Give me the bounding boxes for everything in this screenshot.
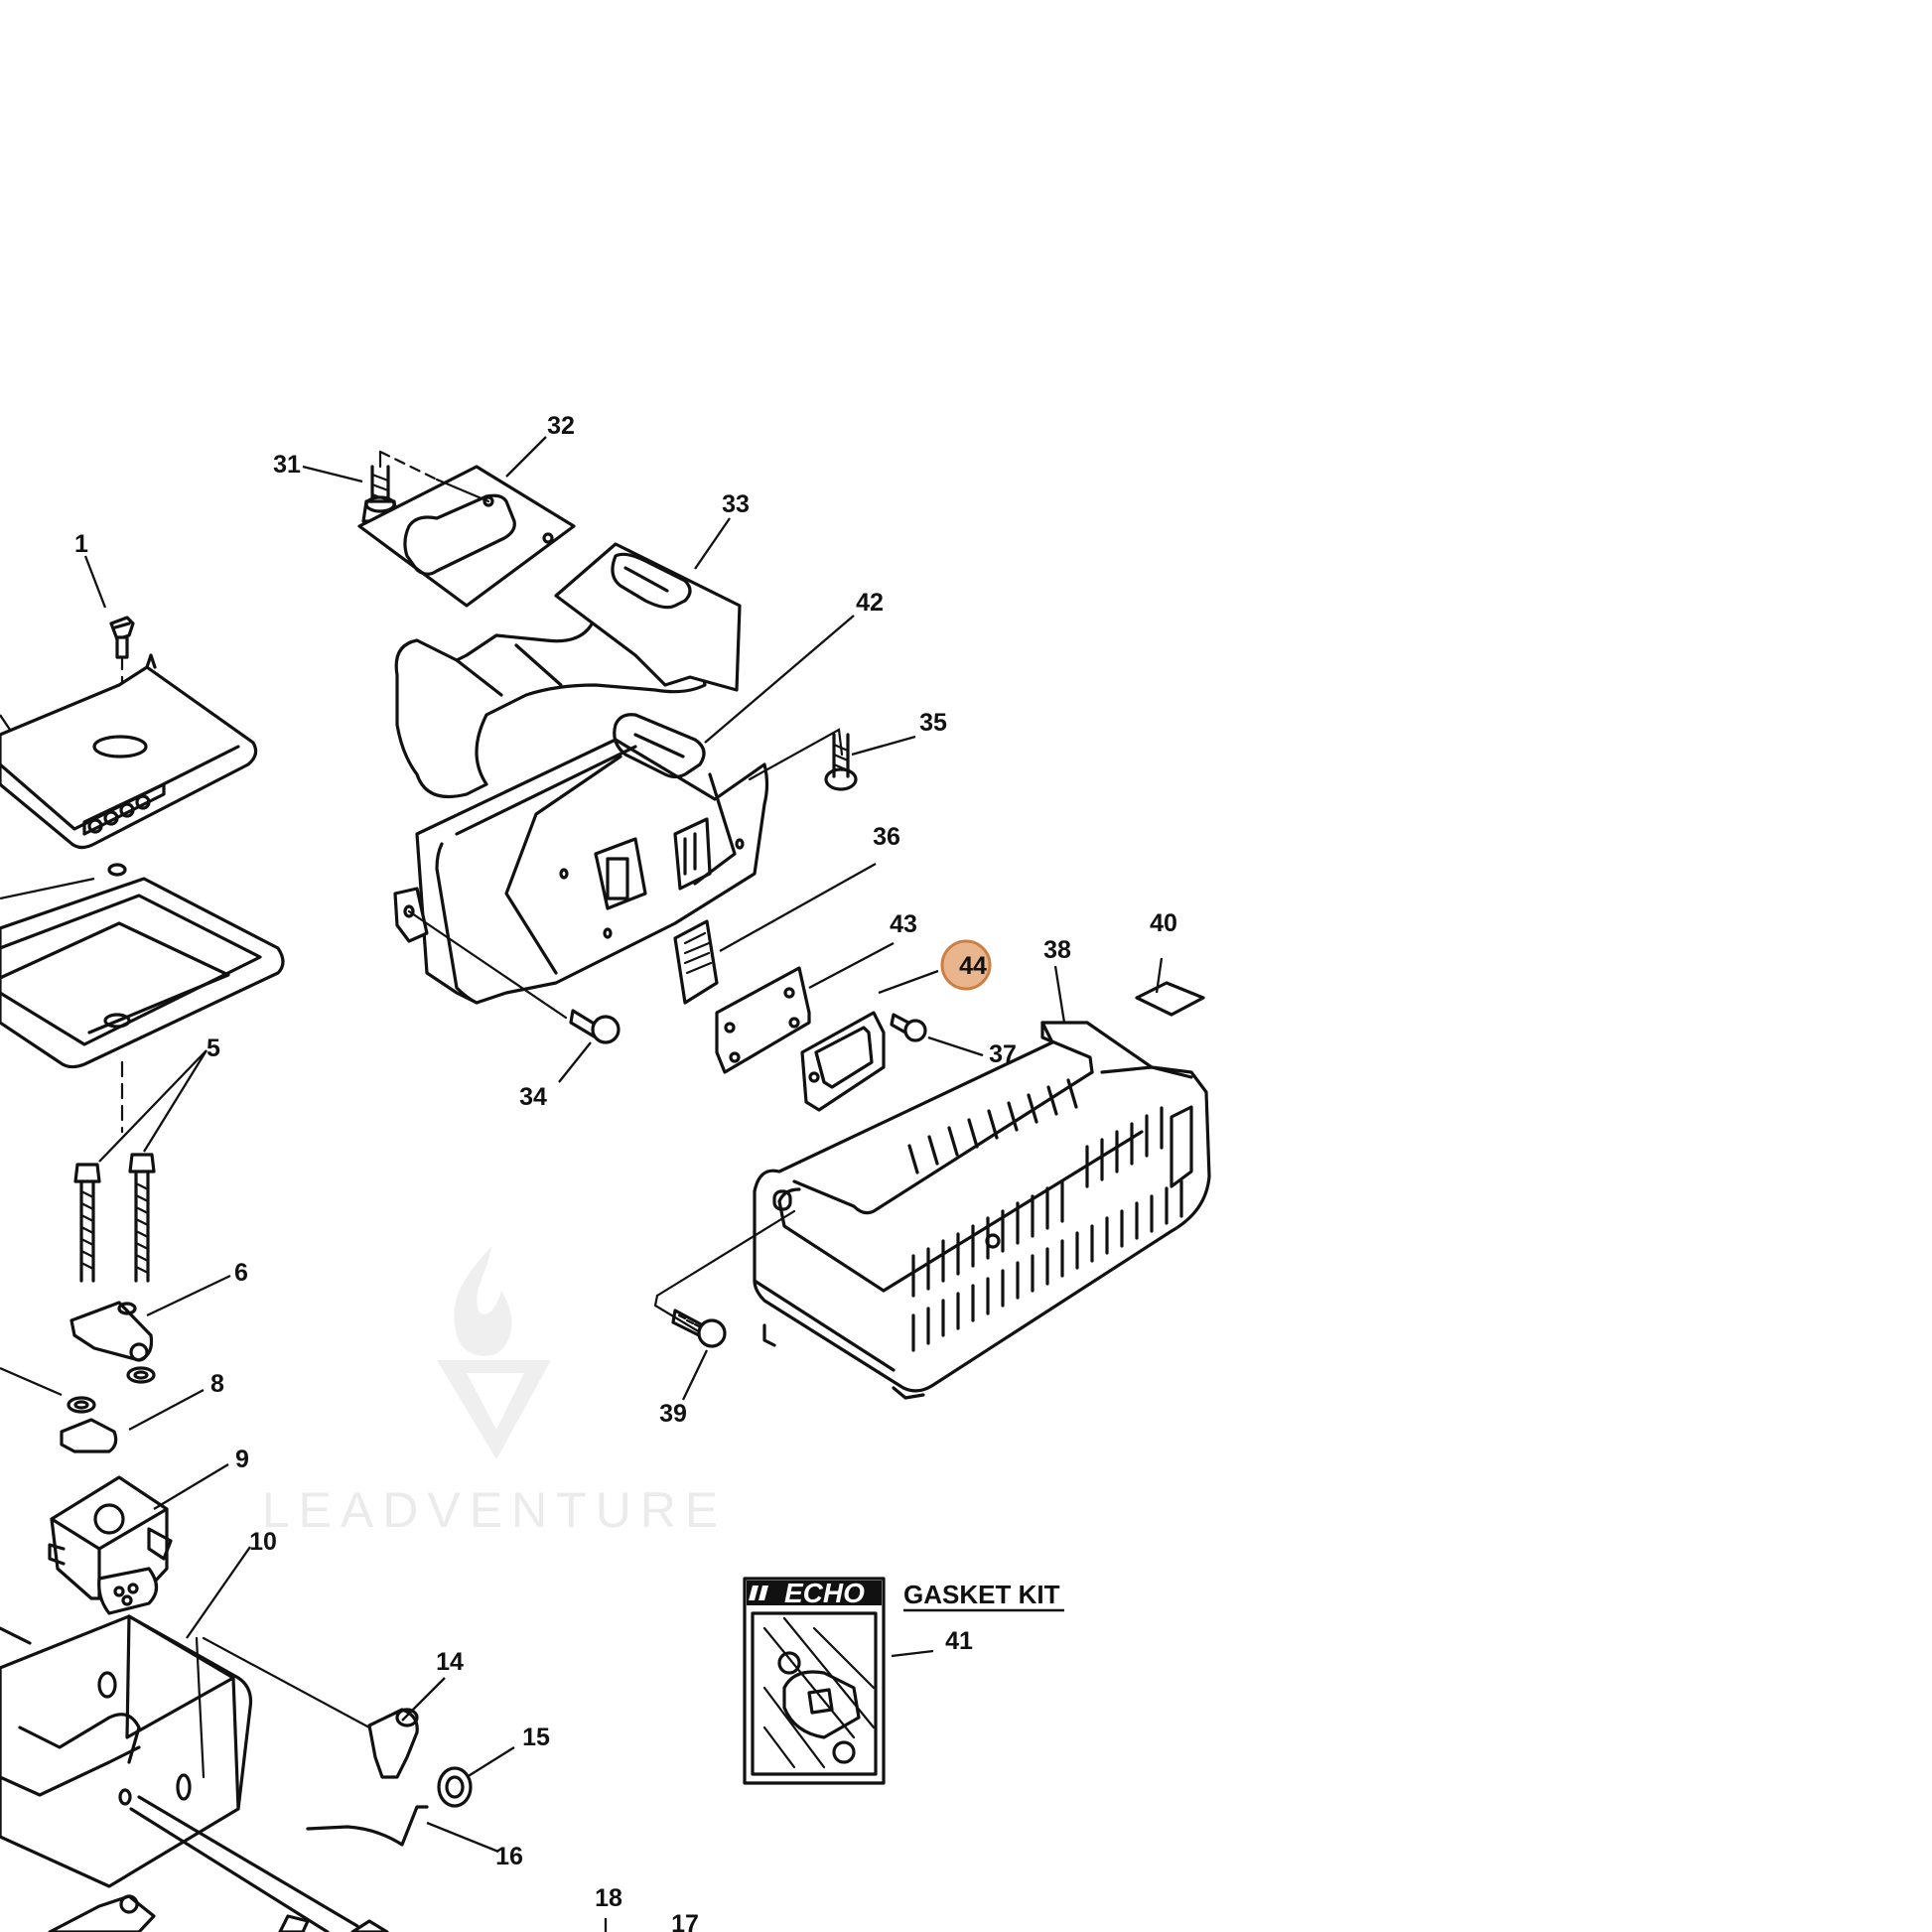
callout-44[interactable]: 44 — [959, 952, 987, 980]
watermark-flame-icon — [454, 1246, 512, 1356]
callout-42: 42 — [856, 589, 884, 617]
callout-34: 34 — [519, 1083, 547, 1111]
callout-15: 15 — [522, 1724, 550, 1751]
watermark: LEADVENTURE — [262, 1246, 728, 1538]
callout-18: 18 — [595, 1884, 622, 1912]
watermark-text: LEADVENTURE — [262, 1482, 728, 1538]
callout-6: 6 — [234, 1259, 248, 1287]
callout-32: 32 — [547, 412, 575, 440]
callout-16: 16 — [495, 1843, 523, 1870]
callout-5: 5 — [207, 1035, 220, 1062]
callout-17: 17 — [671, 1910, 699, 1932]
watermark-v-icon — [437, 1360, 551, 1459]
leader-lines — [0, 436, 1164, 1932]
callout-43: 43 — [890, 910, 917, 938]
highlight-44-circle[interactable] — [940, 939, 992, 991]
callout-9: 9 — [235, 1446, 249, 1473]
gasket-kit-title: GASKET KIT — [903, 1580, 1060, 1609]
callout-38: 38 — [1043, 936, 1071, 964]
callout-8: 8 — [210, 1370, 224, 1398]
callout-41: 41 — [945, 1627, 973, 1655]
air-cleaner-assembly — [0, 616, 473, 1932]
callout-39: 39 — [659, 1400, 687, 1428]
callout-14: 14 — [436, 1648, 464, 1676]
callout-35: 35 — [919, 709, 947, 737]
kit-brand-logo: ECHO — [784, 1578, 865, 1608]
callout-labels: 1 5 6 8 9 10 14 15 16 17 18 31 32 33 34 … — [74, 412, 1177, 1932]
highlight-44[interactable]: 44 — [940, 939, 992, 991]
callout-10: 10 — [249, 1528, 277, 1556]
muffler-assembly — [357, 450, 1211, 1400]
bolt-5a — [73, 1163, 101, 1283]
callout-40: 40 — [1150, 909, 1177, 937]
bolt-5b — [128, 1153, 156, 1283]
callout-36: 36 — [873, 823, 900, 851]
gasket-kit-panel: ECHO GASKET KIT 41 — [743, 1577, 1064, 1785]
callout-33: 33 — [722, 490, 750, 518]
callout-31: 31 — [273, 451, 301, 479]
callout-1: 1 — [74, 530, 88, 558]
callout-37: 37 — [989, 1040, 1017, 1068]
